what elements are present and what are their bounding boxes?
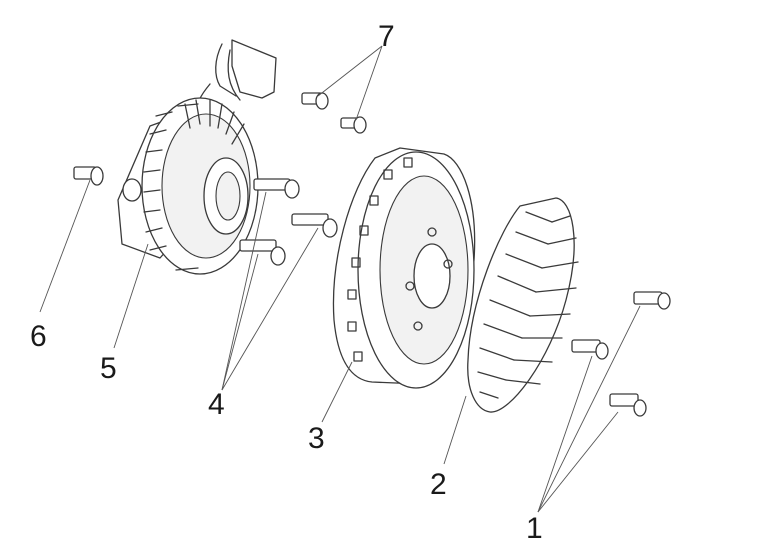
callout-6: 6	[30, 320, 47, 353]
part-4-bolt-middle	[291, 213, 338, 238]
leader-1b	[537, 355, 593, 513]
part-1-bolt-bottom	[609, 393, 647, 417]
part-5-stator	[117, 39, 277, 275]
callout-2: 2	[430, 468, 447, 501]
part-2-fan	[467, 197, 579, 413]
part-1-bolt-top	[633, 291, 671, 310]
part-4-bolt-top	[253, 178, 300, 199]
callout-5: 5	[100, 352, 117, 385]
callout-7: 7	[378, 20, 395, 53]
leader-lines	[39, 45, 641, 513]
leader-4b	[221, 227, 319, 391]
leader-1a	[537, 305, 641, 513]
part-3-rotor	[332, 147, 476, 389]
callout-4: 4	[208, 388, 225, 421]
leader-1c	[537, 411, 619, 513]
leader-5	[113, 243, 149, 349]
leader-4c	[221, 253, 259, 391]
rotor-slots	[347, 157, 413, 362]
rotor-holes	[405, 227, 453, 331]
callout-numbers: 7 6 5 4 3 2 1	[30, 20, 543, 541]
leader-6	[39, 179, 91, 313]
part-4-bolt-bottom	[239, 239, 286, 266]
callout-3: 3	[308, 422, 325, 455]
leader-4a	[221, 191, 267, 391]
callout-1: 1	[526, 512, 543, 541]
leader-2	[443, 395, 467, 465]
fan-blades	[477, 211, 579, 399]
part-6-bolt	[73, 166, 104, 186]
leader-7a	[317, 45, 383, 97]
part-1-bolt-middle	[571, 339, 609, 360]
part-7-bolt-lower	[340, 116, 367, 134]
leader-3	[321, 361, 353, 423]
part-7-bolt-upper	[301, 92, 329, 110]
stator-poles	[143, 99, 245, 271]
leader-7b	[355, 45, 383, 121]
